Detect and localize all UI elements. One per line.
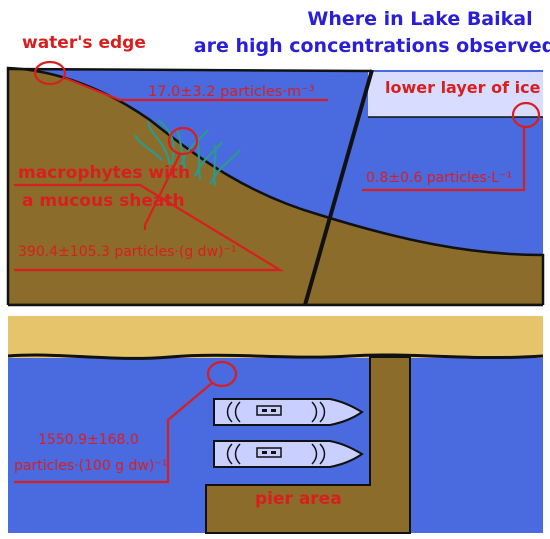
- pier-value-line1: 1550.9±168.0: [38, 432, 139, 448]
- title-line2: are high concentrations observed?: [194, 35, 550, 57]
- pier-value-line2: particles·(100 g dw)⁻¹: [14, 458, 167, 474]
- sand-strip: [8, 316, 543, 358]
- boat-lower: [213, 440, 364, 468]
- shore-wavy-edge: [7, 353, 544, 360]
- waters-edge-leader: [64, 76, 328, 102]
- macrophytes-leader: [143, 153, 181, 230]
- title-line1: Where in Lake Baikal: [307, 8, 532, 30]
- ice-value: 0.8±0.6 particles·L⁻¹: [366, 170, 512, 186]
- boat-upper: [213, 398, 364, 426]
- ice-marker: [511, 101, 541, 129]
- shoreline-line: [7, 67, 373, 73]
- ice-leader: [362, 127, 526, 192]
- macrophytes-triangle: [14, 183, 284, 272]
- macrophytes-marker: [167, 126, 199, 156]
- macrophytes-label-line1: macrophytes with: [18, 163, 190, 183]
- pier: [205, 356, 411, 534]
- waters-edge-label: water's edge: [22, 33, 146, 53]
- macrophytes-value: 390.4±105.3 particles·(g dw)⁻¹: [18, 244, 236, 260]
- waters-edge-value: 17.0±3.2 particles·m⁻³: [148, 84, 315, 100]
- waters-edge-marker: [33, 60, 67, 86]
- divider-line: [303, 69, 374, 306]
- pier-marker: [206, 360, 238, 388]
- separator-band: [0, 305, 550, 315]
- macrophytes-label-line2: a mucous sheath: [22, 191, 185, 211]
- pier-leader: [14, 382, 213, 484]
- ice-label: lower layer of ice: [385, 78, 541, 97]
- pier-label: pier area: [255, 489, 342, 509]
